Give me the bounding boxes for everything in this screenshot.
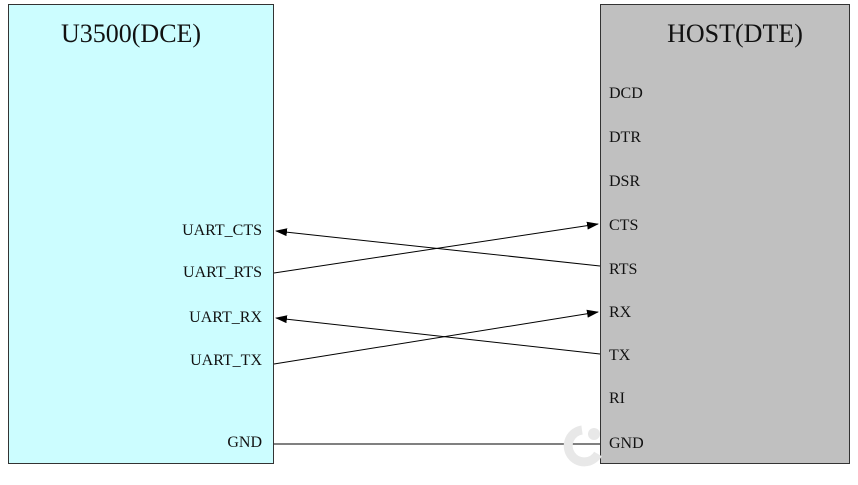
pin-uart-rx: UART_RX bbox=[189, 309, 262, 326]
wire-uart-tx-to-rx bbox=[273, 309, 599, 365]
pin-dcd: DCD bbox=[609, 85, 643, 102]
wire-tx-to-uart-rx bbox=[275, 315, 601, 355]
pin-tx: TX bbox=[609, 347, 631, 364]
pin-uart-cts: UART_CTS bbox=[182, 222, 262, 239]
wire-uart-rts-to-cts bbox=[273, 221, 599, 274]
dce-title: U3500(DCE) bbox=[61, 19, 202, 48]
dte-block: HOST(DTE) bbox=[600, 4, 850, 464]
pin-uart-rts: UART_RTS bbox=[183, 264, 262, 281]
dce-block: U3500(DCE) bbox=[8, 4, 274, 464]
dte-title: HOST(DTE) bbox=[667, 19, 803, 48]
pin-dte-gnd: GND bbox=[609, 435, 644, 452]
watermark-logo bbox=[563, 425, 602, 467]
pin-uart-tx: UART_TX bbox=[190, 352, 262, 369]
pin-dsr: DSR bbox=[609, 173, 641, 190]
pin-rx: RX bbox=[609, 304, 632, 321]
pin-cts: CTS bbox=[609, 217, 639, 234]
pin-rts: RTS bbox=[609, 261, 638, 278]
pin-dtr: DTR bbox=[609, 129, 641, 146]
pin-dce-gnd: GND bbox=[227, 434, 262, 451]
pin-ri: RI bbox=[609, 390, 625, 407]
